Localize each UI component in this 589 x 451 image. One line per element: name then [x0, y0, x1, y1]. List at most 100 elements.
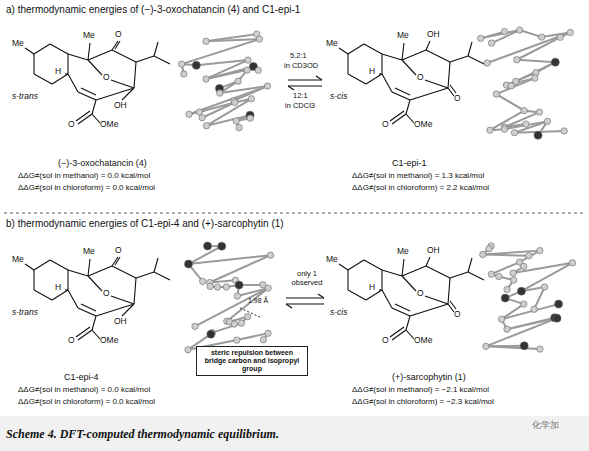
bond-line: [154, 258, 158, 272]
model-atom: [248, 96, 254, 102]
bond-line: [379, 289, 382, 290]
callout-text: steric repulsion between bridge carbon a…: [201, 349, 303, 373]
section-heading: b) thermodynamic energies of C1-epi-4 an…: [6, 218, 284, 230]
atom-label: 12:1: [293, 92, 308, 101]
model-atom: [245, 57, 251, 63]
model-atom: [199, 115, 205, 121]
model-atom: [184, 260, 192, 268]
model-atom: [265, 285, 271, 291]
bond-line: [402, 50, 426, 60]
atom-label: OH: [427, 30, 440, 40]
atom-label: Me: [83, 247, 95, 257]
atom-label: 5.2:1: [290, 52, 307, 61]
energy-value: ΔΔG≠(sol in methanol) = 1.3 kcal/mol: [352, 171, 484, 180]
model-stick: [486, 346, 540, 349]
model-atom: [244, 313, 250, 319]
atom-label: OMe: [414, 120, 432, 130]
bond-line: [347, 270, 348, 290]
model-stick: [487, 32, 570, 63]
atom-label: s-cis: [330, 308, 347, 318]
atom-label: H: [55, 67, 61, 77]
model-atom: [531, 306, 537, 312]
model-atom: [536, 109, 542, 115]
model-atom: [501, 28, 507, 34]
bond-line: [286, 303, 324, 304]
energy-value: ΔΔG≠(sol in methanol) = 0.0 kcal/mol: [18, 171, 150, 180]
bond-line: [50, 44, 68, 54]
model-stick: [521, 263, 572, 291]
bond-line: [402, 266, 426, 276]
bond-line: [410, 88, 448, 100]
model-atom: [537, 247, 543, 253]
bond-line: [425, 80, 448, 88]
bond-line: [406, 114, 414, 123]
model-atom: [514, 57, 520, 63]
bond-line: [136, 56, 154, 62]
model-atom: [234, 337, 240, 343]
bond-line: [115, 41, 120, 49]
model-atom: [555, 300, 563, 308]
bond-line: [33, 54, 34, 74]
atom-label: O: [454, 94, 461, 104]
bond-line: [112, 266, 136, 278]
bond-line: [395, 88, 410, 95]
compound-name: (−)-3-oxochatancin (4): [58, 158, 147, 168]
bond-line: [382, 74, 392, 92]
bond-line: [425, 296, 448, 304]
model-atom: [192, 61, 200, 69]
bond-line: [288, 86, 294, 90]
atom-label: H: [55, 283, 61, 293]
model-atom: [264, 83, 270, 89]
bond-line: [134, 62, 136, 88]
atom-label: O: [417, 73, 424, 83]
bond-line: [88, 60, 102, 75]
model-atom: [234, 293, 240, 299]
energy-value: ΔΔG≠(sol in methanol) = −2.1 kcal/mol: [352, 385, 489, 394]
bond-line: [88, 276, 102, 291]
model-atom: [483, 343, 489, 349]
atom-label: Me: [12, 39, 24, 49]
model-atom: [523, 121, 529, 127]
model-stick: [182, 39, 260, 64]
model-atom: [185, 346, 191, 352]
model-atom: [567, 29, 573, 35]
model-atom: [510, 277, 516, 283]
bond-line: [390, 111, 404, 121]
atom-label: OMe: [100, 120, 118, 130]
bond-line: [88, 266, 112, 276]
bond-line: [286, 304, 292, 308]
compound-name: C1-epi-1: [392, 158, 427, 168]
bond-line: [406, 316, 410, 330]
model-atom: [537, 346, 543, 352]
bond-line: [65, 73, 68, 74]
bond-line: [348, 260, 364, 270]
bond-line: [392, 330, 406, 340]
atom-label: Me: [397, 247, 409, 257]
model-stick: [496, 78, 534, 94]
model-atom: [207, 283, 213, 289]
bond-line: [81, 304, 96, 311]
bond-line: [154, 42, 158, 56]
bond-line: [34, 290, 52, 300]
model-atom: [501, 126, 507, 132]
atom-label: H: [369, 283, 375, 293]
model-atom: [207, 330, 215, 338]
model-atom: [178, 61, 184, 67]
bond-line: [81, 88, 96, 95]
atom-label: Me: [12, 255, 24, 265]
atom-label: O: [115, 246, 122, 256]
bond-line: [111, 296, 134, 304]
bond-line: [92, 100, 96, 114]
atom-label: s-trans: [12, 92, 38, 102]
model-stick: [534, 287, 544, 309]
bond-line: [347, 54, 348, 74]
model-atom: [521, 107, 527, 113]
model-atom: [557, 34, 563, 40]
atom-label: OH: [114, 101, 127, 111]
model-atom: [199, 278, 205, 284]
atom-label: OMe: [414, 336, 432, 346]
model-atom: [204, 242, 212, 250]
atom-label: Me: [397, 31, 409, 41]
bond-line: [136, 272, 154, 278]
